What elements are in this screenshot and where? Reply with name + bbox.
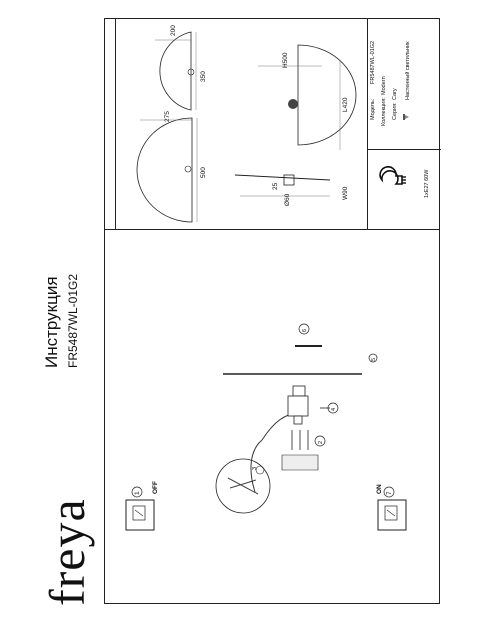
- side-view-mount: [283, 174, 295, 186]
- switch-on-icon: [377, 486, 407, 531]
- small-shade-drawing: [159, 31, 192, 111]
- step-4-number: 4: [331, 407, 337, 411]
- bulb-icon: [379, 166, 406, 185]
- power-wires: [250, 439, 263, 493]
- front-view-mount-icon: [288, 99, 298, 109]
- wiring-detail-zoom: [215, 458, 271, 514]
- step-on-label: ON: [376, 484, 383, 494]
- section-divider: [105, 229, 439, 230]
- step-6-number: 6: [302, 328, 308, 332]
- big-shade-mount-icon: [184, 165, 192, 173]
- switch-off-icon: [125, 486, 155, 531]
- step-3-number: 3: [252, 466, 258, 470]
- top-divider-2: [367, 19, 368, 229]
- big-shade-drawing: [136, 117, 193, 223]
- front-view-drawing: [297, 44, 357, 146]
- spec-divider: [367, 149, 441, 150]
- wall-lamp-icon: [403, 114, 409, 120]
- top-divider-1: [115, 19, 116, 229]
- mount-bracket: [281, 385, 319, 471]
- step-2-number: 2: [318, 440, 324, 444]
- step-7-number: 7: [386, 491, 393, 495]
- step-5-number: 5: [371, 357, 377, 361]
- small-shade-mount-icon: [187, 68, 195, 76]
- step-off-label: OFF: [152, 481, 159, 494]
- step-1-number: 1: [134, 491, 141, 495]
- instruction-frame: [104, 18, 441, 604]
- side-view-shade: [234, 174, 331, 181]
